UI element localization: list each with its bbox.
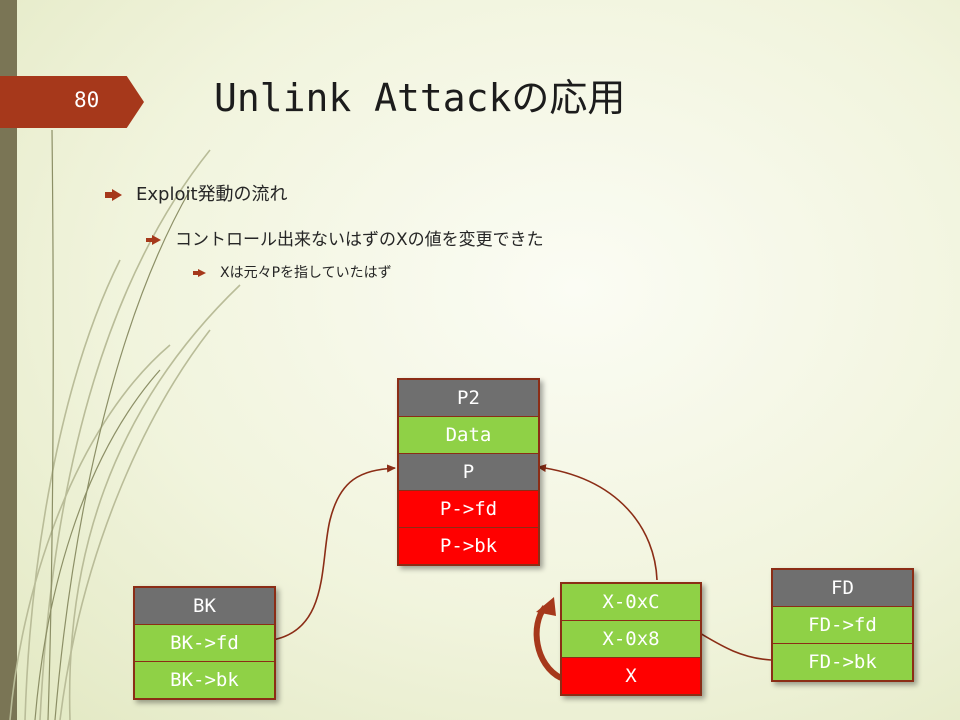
- bullet-text: Exploit発動の流れ: [136, 184, 288, 205]
- bullet-arrow-icon: [193, 269, 206, 277]
- cell-bk-header: BK: [135, 588, 274, 625]
- cell-fd-bk: FD->bk: [773, 644, 912, 680]
- chunk-bk: BK BK->fd BK->bk: [133, 586, 276, 700]
- bullet-level-3: Xは元々Pを指していたはず: [193, 262, 392, 282]
- cell-p-fd: P->fd: [399, 491, 538, 528]
- bullet-text: Xは元々Pを指していたはず: [220, 265, 392, 281]
- cell-bk-fd: BK->fd: [135, 625, 274, 662]
- cell-x: X: [562, 658, 700, 694]
- cell-x-minus-0x8: X-0x8: [562, 621, 700, 658]
- cell-bk-bk: BK->bk: [135, 662, 274, 698]
- arrow-bk-fd-to-p: [271, 464, 396, 641]
- slide-number: 80: [74, 88, 100, 112]
- cell-x-minus-0xc: X-0xC: [562, 584, 700, 621]
- cell-fd-fd: FD->fd: [773, 607, 912, 644]
- bullet-arrow-icon: [105, 189, 122, 201]
- slide-title: Unlink Attackの応用: [214, 76, 626, 120]
- cell-p2-data: Data: [399, 417, 538, 454]
- bullet-arrow-icon: [146, 235, 161, 245]
- bullet-level-2: コントロール出来ないはずのXの値を変更できた: [146, 225, 544, 250]
- cell-p-bk: P->bk: [399, 528, 538, 564]
- arrow-fd-bk-to-x: [697, 631, 772, 661]
- cell-fd-header: FD: [773, 570, 912, 607]
- bullet-level-1: Exploit発動の流れ: [105, 180, 288, 206]
- arrow-x-self-loop: [533, 605, 563, 681]
- chunk-x: X-0xC X-0x8 X: [560, 582, 702, 696]
- slide-number-badge: [0, 76, 144, 128]
- cell-p-header: P: [399, 454, 538, 491]
- cell-p2-header: P2: [399, 380, 538, 417]
- chunk-p2: P2 Data P P->fd P->bk: [397, 378, 540, 566]
- arrow-x-to-p: [537, 464, 658, 581]
- bullet-text: コントロール出来ないはずのXの値を変更できた: [175, 230, 544, 250]
- chunk-fd: FD FD->fd FD->bk: [771, 568, 914, 682]
